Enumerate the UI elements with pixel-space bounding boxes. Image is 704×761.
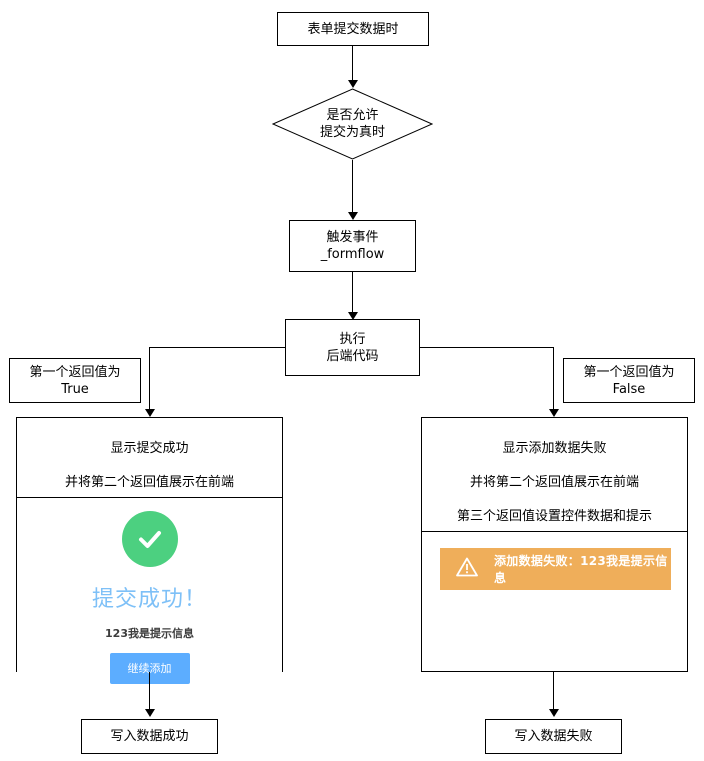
warning-triangle-icon: [456, 557, 478, 581]
label-branch-false: 第一个返回值为 False: [563, 358, 695, 403]
label-branch-true-line1: 第一个返回值为: [29, 364, 121, 380]
fail-panel-body: 添加数据失败：123我是提示信息: [422, 532, 687, 671]
node-execute-line1: 执行: [339, 331, 366, 347]
success-panel-header-line2: 并将第二个返回值展示在前端: [64, 475, 234, 490]
diamond-shape-icon: [272, 88, 433, 160]
arrowhead-end-success: [145, 709, 155, 717]
connector-execute-right-vertical: [553, 347, 554, 415]
node-start: 表单提交数据时: [277, 12, 429, 46]
label-branch-true-line2: True: [61, 381, 89, 397]
node-trigger: 触发事件 _formflow: [289, 220, 416, 272]
success-panel-body: 提交成功！ 123我是提示信息 继续添加: [17, 498, 282, 684]
node-end-fail: 写入数据失败: [485, 719, 622, 754]
success-panel: 显示提交成功 并将第二个返回值展示在前端 提交成功！ 123我是提示信息 继续添…: [16, 417, 283, 684]
connector-execute-right-horizontal: [419, 347, 554, 348]
connector-trigger-to-execute: [352, 272, 353, 318]
node-end-success-label: 写入数据成功: [110, 729, 189, 744]
connector-success-to-end: [149, 672, 150, 714]
fail-panel-header-line2: 并将第二个返回值展示在前端: [469, 475, 639, 490]
node-trigger-line1: 触发事件: [326, 230, 379, 245]
node-execute: 执行 后端代码: [285, 319, 420, 376]
connector-fail-to-end: [553, 672, 554, 714]
success-message: 123我是提示信息: [105, 627, 194, 640]
fail-panel-header-line1: 显示添加数据失败: [502, 441, 607, 456]
arrowhead-end-fail: [549, 709, 559, 717]
node-end-fail-label: 写入数据失败: [514, 729, 593, 744]
label-branch-true: 第一个返回值为 True: [9, 358, 141, 403]
arrowhead-execute: [348, 312, 358, 320]
node-decision: 是否允许 提交为真时: [272, 88, 433, 160]
arrowhead-fail-panel: [549, 409, 559, 417]
error-alert-text: 添加数据失败：123我是提示信息: [494, 554, 668, 585]
error-alert: 添加数据失败：123我是提示信息: [440, 548, 671, 590]
node-execute-line2: 后端代码: [326, 348, 379, 364]
label-branch-false-line1: 第一个返回值为: [583, 364, 675, 380]
fail-panel-header: 显示添加数据失败 并将第二个返回值展示在前端 第三个返回值设置控件数据和提示: [422, 418, 687, 532]
node-start-label: 表单提交数据时: [307, 21, 399, 37]
arrowhead-success-panel: [145, 409, 155, 417]
label-branch-false-line2: False: [612, 381, 646, 397]
arrowhead-trigger: [348, 212, 358, 220]
check-circle-icon: [121, 511, 178, 567]
connector-start-to-decision: [352, 46, 353, 84]
success-panel-header-line1: 显示提交成功: [110, 441, 189, 456]
node-end-success: 写入数据成功: [81, 719, 218, 754]
node-decision-line2: 提交为真时: [319, 125, 385, 140]
node-decision-line1: 是否允许: [326, 108, 379, 123]
connector-decision-to-trigger: [352, 160, 353, 217]
success-title: 提交成功！: [91, 587, 207, 612]
success-panel-header: 显示提交成功 并将第二个返回值展示在前端: [17, 418, 282, 498]
connector-execute-left-vertical: [149, 347, 150, 415]
fail-panel: 显示添加数据失败 并将第二个返回值展示在前端 第三个返回值设置控件数据和提示 添…: [421, 417, 688, 672]
connector-execute-left-horizontal: [149, 347, 286, 348]
arrowhead-decision: [348, 80, 358, 88]
node-trigger-line2: _formflow: [320, 247, 385, 262]
node-decision-text: 是否允许 提交为真时: [272, 88, 433, 160]
fail-panel-header-line3: 第三个返回值设置控件数据和提示: [456, 509, 652, 524]
